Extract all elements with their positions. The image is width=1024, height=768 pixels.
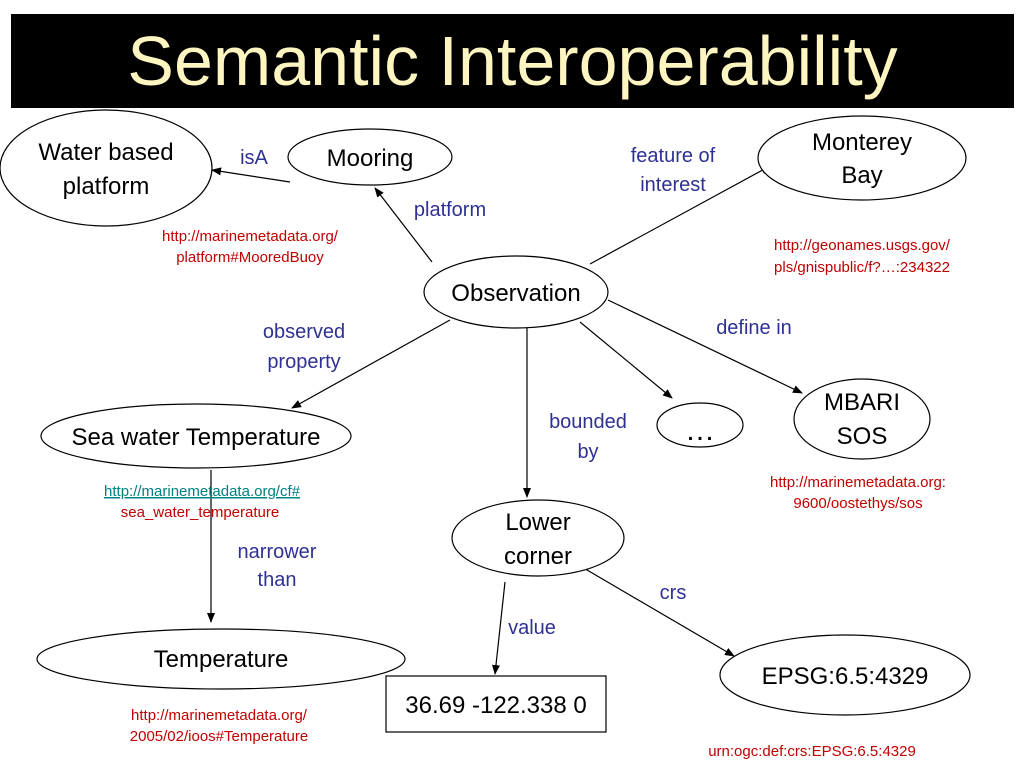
node-water-based-platform-line2: platform xyxy=(63,173,150,200)
node-temperature-label: Temperature xyxy=(154,646,289,673)
node-ellipsis xyxy=(656,402,744,448)
uri-monterey-line1: http://geonames.usgs.gov/ xyxy=(774,237,951,254)
edge-label-narrower-line1: narrower xyxy=(238,541,317,563)
edge-label-bounded-line1: bounded xyxy=(549,411,627,433)
node-mbari-sos xyxy=(793,378,931,460)
uri-monterey-line2: pls/gnispublic/f?…:234322 xyxy=(774,259,950,276)
node-epsg xyxy=(719,634,971,716)
node-mbari-sos-line1: MBARI xyxy=(824,389,900,416)
node-observation-label: Observation xyxy=(451,280,580,307)
edge-label-crs: crs xyxy=(660,582,687,604)
edge-value xyxy=(491,581,506,675)
uri-temperature-line2: 2005/02/ioos#Temperature xyxy=(130,728,308,745)
node-lower-corner xyxy=(451,499,625,577)
uri-mooring-line1: http://marinemetadata.org/ xyxy=(162,228,339,245)
node-mbari-sos-line2: SOS xyxy=(837,423,888,450)
node-water-based-platform-line1: Water based xyxy=(38,139,173,166)
edge-ellipsis xyxy=(579,321,673,399)
uri-sea-water-link[interactable]: http://marinemetadata.org/cf# xyxy=(104,483,301,500)
edge-define-in xyxy=(607,299,803,394)
edge-label-isa: isA xyxy=(240,147,268,169)
node-temperature xyxy=(36,628,406,690)
node-value-box xyxy=(385,675,607,733)
page-title: Semantic Interoperability xyxy=(127,22,898,100)
node-monterey-bay-line2: Bay xyxy=(841,162,882,189)
node-monterey-bay xyxy=(757,115,967,201)
edge-label-bounded-line2: by xyxy=(577,441,598,463)
node-mooring-label: Mooring xyxy=(327,145,414,172)
node-ellipsis-label: … xyxy=(685,414,715,447)
edge-observed-property xyxy=(291,319,451,409)
edge-label-feature-line1: feature of xyxy=(631,145,716,167)
edge-label-observed-line2: property xyxy=(267,351,340,373)
node-epsg-label: EPSG:6.5:4329 xyxy=(762,663,929,690)
node-lower-corner-line1: Lower xyxy=(505,509,570,536)
node-value-box-label: 36.69 -122.338 0 xyxy=(405,692,587,719)
edge-platform xyxy=(374,187,433,263)
node-lower-corner-line2: corner xyxy=(504,543,572,570)
uri-temperature-line1: http://marinemetadata.org/ xyxy=(131,707,308,724)
node-sea-water-temperature-label: Sea water Temperature xyxy=(71,424,320,451)
node-mooring xyxy=(287,128,453,186)
uri-mbari-line2: 9600/oostethys/sos xyxy=(793,495,922,512)
node-monterey-bay-line1: Monterey xyxy=(812,129,912,156)
edge-label-value: value xyxy=(508,617,556,639)
edge-label-observed-line1: observed xyxy=(263,321,345,343)
edge-isa xyxy=(211,167,291,183)
edge-feature-of-interest xyxy=(589,165,771,265)
node-sea-water-temperature xyxy=(40,403,352,469)
uri-epsg: urn:ogc:def:crs:EPSG:6.5:4329 xyxy=(708,743,916,760)
edge-label-platform: platform xyxy=(414,199,486,221)
uri-sea-water-rest: sea_water_temperature xyxy=(121,504,279,521)
node-water-based-platform xyxy=(0,109,213,227)
edge-label-feature-line2: interest xyxy=(640,174,706,196)
uri-mooring-line2: platform#MooredBuoy xyxy=(176,249,324,266)
edge-label-define-in: define in xyxy=(716,317,792,339)
uri-mbari-line1: http://marinemetadata.org: xyxy=(770,474,946,491)
node-observation xyxy=(423,255,609,329)
edge-label-narrower-line2: than xyxy=(258,569,297,591)
edge-crs xyxy=(569,559,735,657)
title-bar: Semantic Interoperability xyxy=(11,14,1014,108)
